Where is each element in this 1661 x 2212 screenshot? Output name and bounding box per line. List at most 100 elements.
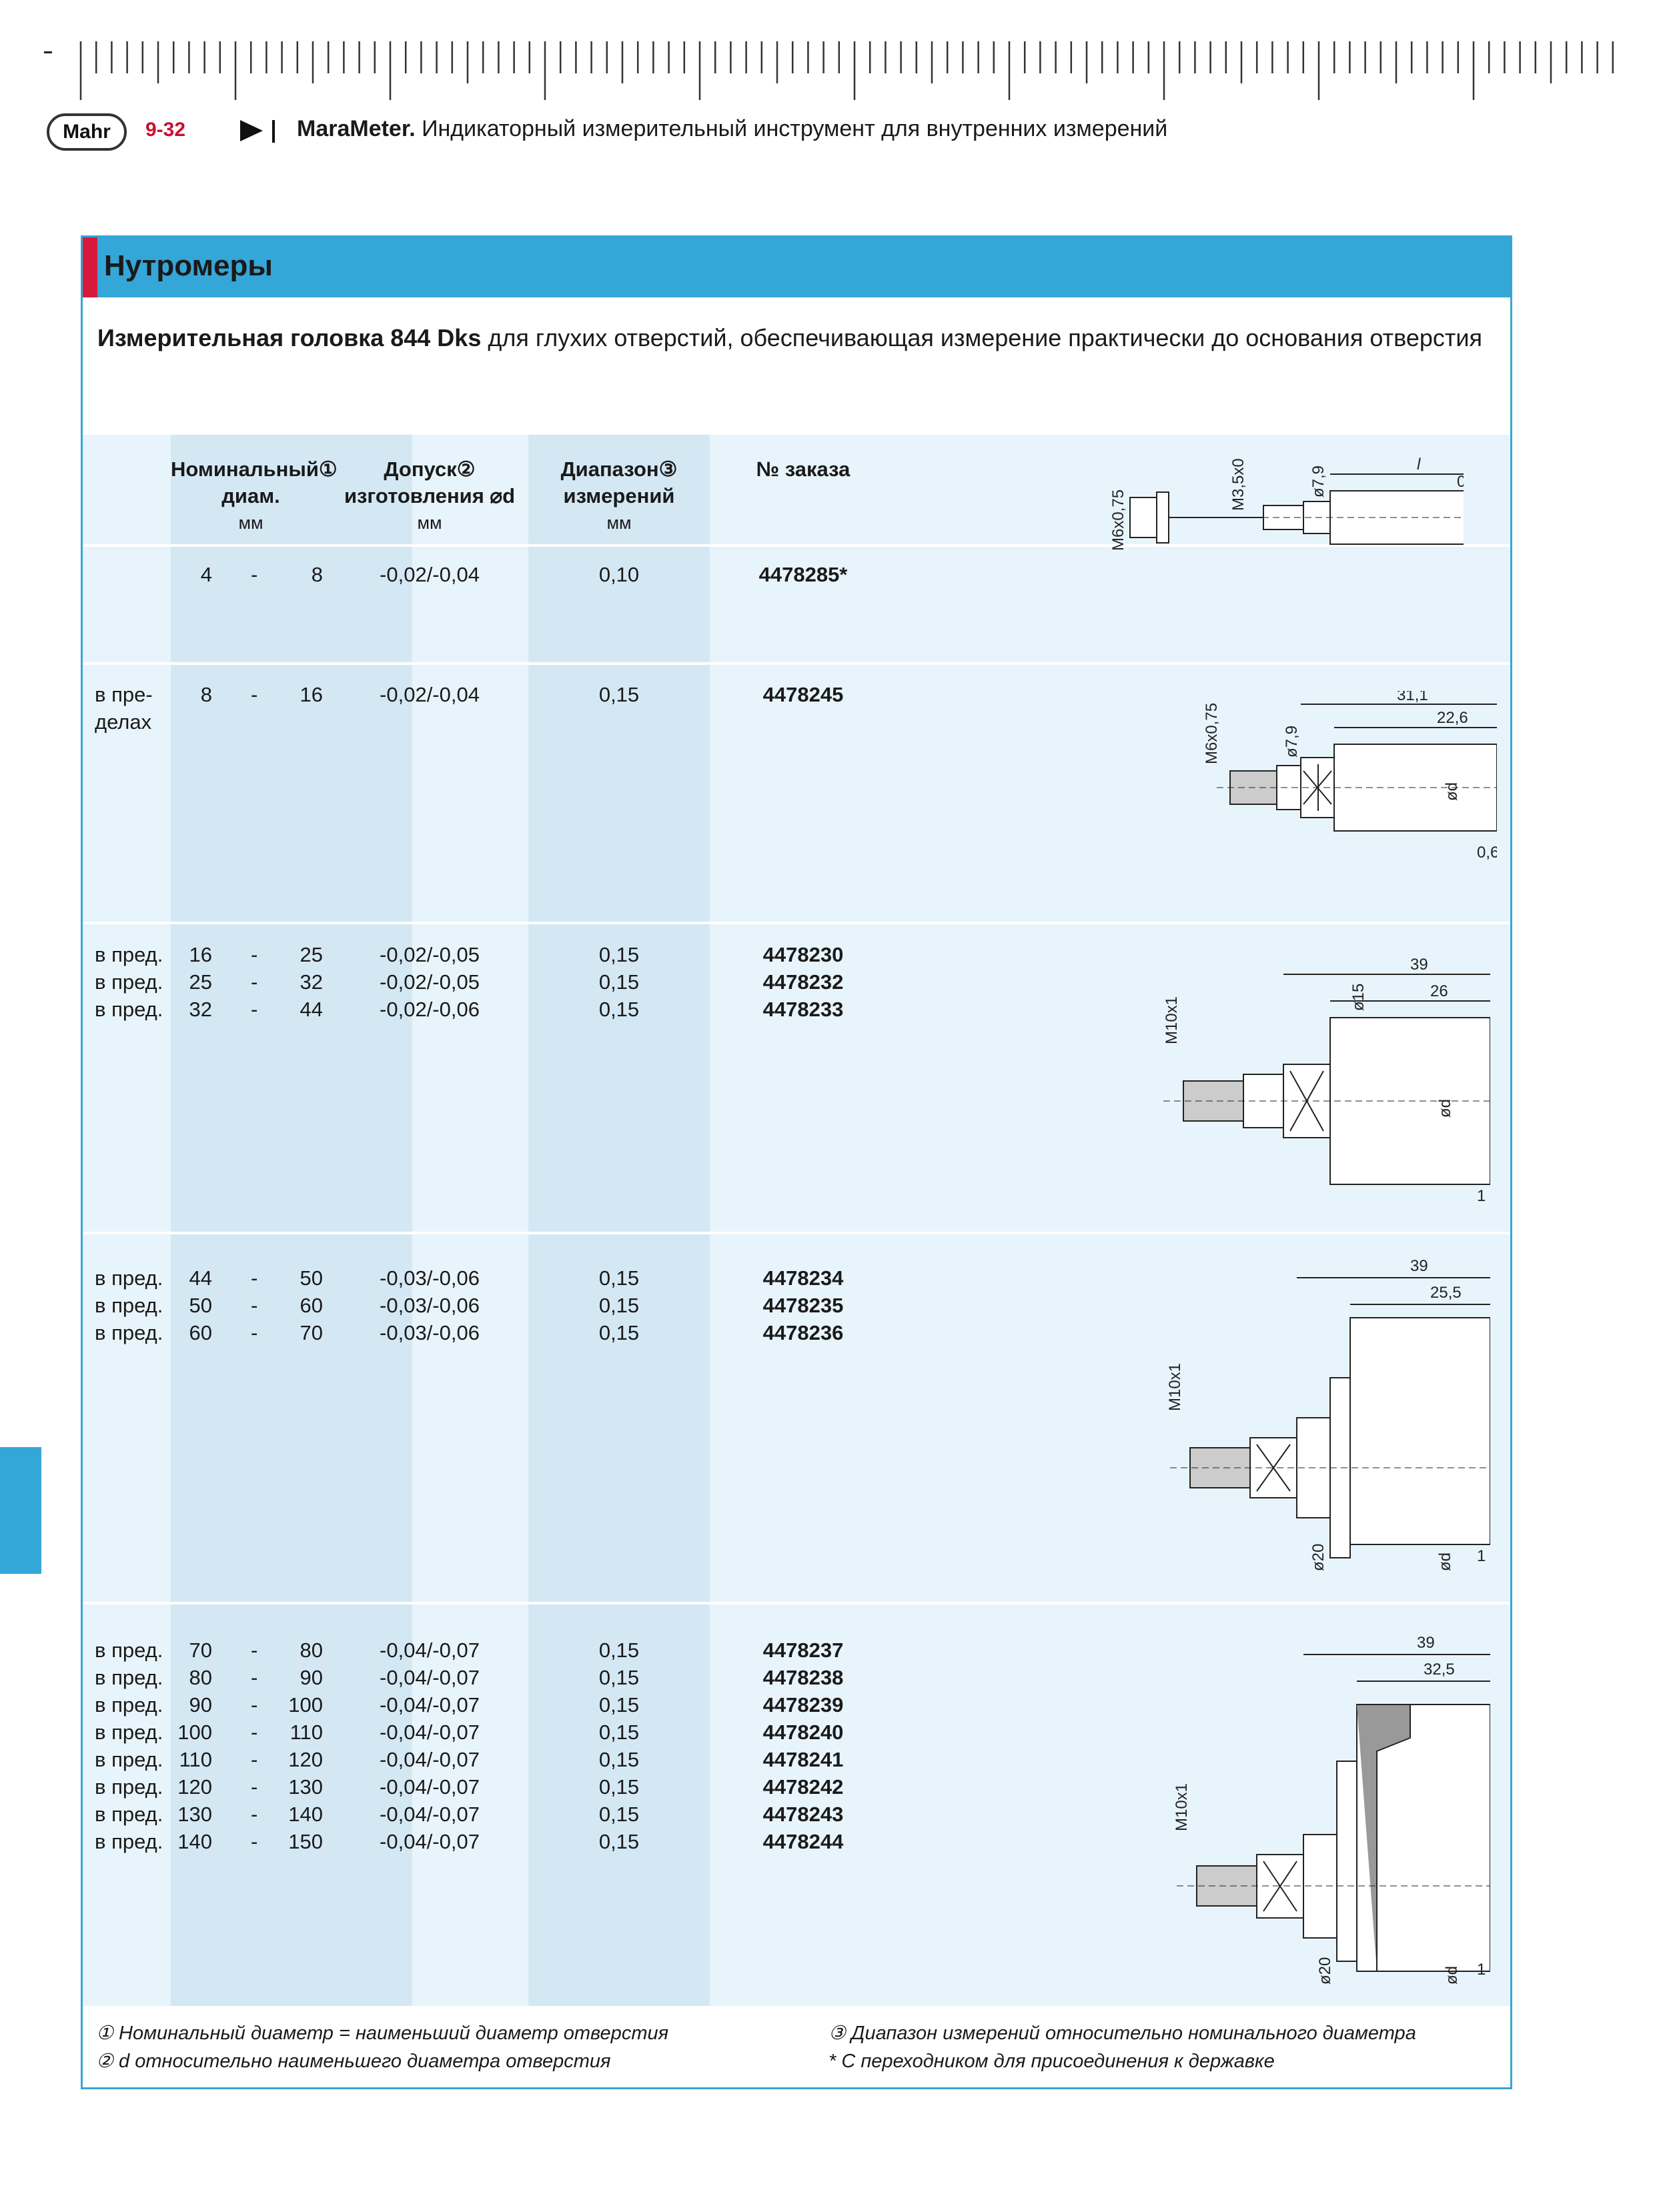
svg-text:M6x0,75: M6x0,75 — [1203, 703, 1221, 764]
cell-prefix: в пре- делах — [95, 683, 153, 734]
drawing-4478285: M6x0,75 M3,5x0,35 ø7,9 l 0,6 ød — [1109, 457, 1464, 551]
cell-prefix: в пред. — [95, 1266, 163, 1290]
cell-from: 25 — [189, 970, 212, 994]
cell-range: 0,10 — [598, 563, 640, 586]
cell-tol: -0,02/-0,06 — [380, 998, 480, 1021]
svg-text:ø15: ø15 — [1349, 984, 1367, 1011]
cell-tol: -0,04/-0,07 — [380, 1693, 480, 1717]
chapter-tab — [0, 1447, 41, 1574]
cell-order: 4478285* — [758, 563, 848, 586]
cell-to: 90 — [300, 1666, 323, 1689]
cell-prefix: в пред. — [95, 1803, 163, 1826]
cell-prefix: в пред. — [95, 1294, 163, 1317]
cell-prefix: в пред. — [95, 1638, 163, 1662]
section-title: Нутромеры — [104, 249, 273, 282]
cell-order: 4478243 — [762, 1803, 844, 1826]
cell-dash: - — [251, 1294, 258, 1317]
cell-from: 100 — [177, 1721, 212, 1744]
play-arrow-icon — [240, 120, 263, 141]
svg-text:ød: ød — [1436, 1552, 1454, 1571]
cell-prefix: в пред. — [95, 1721, 163, 1744]
page-header-title: MaraMeter. Индикаторный измерительный ин… — [297, 116, 1168, 141]
cell-dash: - — [251, 1666, 258, 1689]
cell-from: 70 — [189, 1638, 212, 1662]
svg-text:ød: ød — [1443, 782, 1461, 801]
cell-dash: - — [251, 1803, 258, 1826]
cell-range: 0,15 — [598, 1721, 640, 1744]
cell-from: 120 — [177, 1775, 212, 1799]
cell-tol: -0,04/-0,07 — [380, 1775, 480, 1799]
svg-text:ø20: ø20 — [1316, 1957, 1334, 1985]
cell-tol: -0,02/-0,05 — [380, 970, 480, 994]
cell-from: 16 — [189, 943, 212, 966]
svg-text:39: 39 — [1410, 956, 1428, 974]
cell-order: 4478239 — [762, 1693, 844, 1717]
product-section: Нутромеры Измерительная головка 844 Dks … — [81, 235, 1512, 2089]
cell-range: 0,15 — [598, 1748, 640, 1771]
cell-to: 8 — [311, 563, 323, 586]
cell-prefix: в пред. — [95, 1321, 163, 1344]
row-separator — [83, 1232, 1510, 1234]
cell-range: 0,15 — [598, 998, 640, 1021]
thread-label: M6x0,75 — [1109, 489, 1127, 551]
cell-to: 70 — [300, 1321, 323, 1344]
cell-order: 4478230 — [762, 943, 844, 966]
cell-from: 90 — [189, 1693, 212, 1717]
cell-tol: -0,04/-0,07 — [380, 1803, 480, 1826]
cell-dash: - — [251, 943, 258, 966]
cell-order: 4478242 — [762, 1775, 844, 1799]
svg-text:1: 1 — [1477, 1547, 1486, 1565]
cell-to: 16 — [300, 683, 323, 706]
page-ruler — [79, 41, 1628, 100]
cell-from: 80 — [189, 1666, 212, 1689]
cell-tol: -0,02/-0,05 — [380, 943, 480, 966]
cell-order: 4478232 — [762, 970, 844, 994]
cell-to: 120 — [288, 1748, 323, 1771]
cell-range: 0,15 — [598, 970, 640, 994]
cell-range: 0,15 — [598, 1266, 640, 1290]
cell-order: 4478235 — [762, 1294, 844, 1317]
cell-to: 80 — [300, 1638, 323, 1662]
svg-text:M10x1: M10x1 — [1163, 996, 1181, 1044]
cell-tol: -0,03/-0,06 — [380, 1294, 480, 1317]
cell-dash: - — [251, 1693, 258, 1717]
cell-to: 32 — [300, 970, 323, 994]
svg-text:22,6: 22,6 — [1437, 709, 1468, 727]
drawing-4478245: M6x0,75 ø7,9 31,1 22,6 0,6 ød — [1203, 691, 1497, 862]
footnote-4: * С переходником для присоединения к дер… — [828, 2051, 1275, 2072]
footnote-3: ③ Диапазон измерений относительно номина… — [828, 2023, 1416, 2044]
cell-range: 0,15 — [598, 943, 640, 966]
row-separator — [83, 1602, 1510, 1604]
cell-tol: -0,03/-0,06 — [380, 1266, 480, 1290]
cell-tol: -0,04/-0,07 — [380, 1638, 480, 1662]
cell-dash: - — [251, 1830, 258, 1853]
svg-text:25,5: 25,5 — [1430, 1284, 1462, 1302]
cell-dash: - — [251, 1266, 258, 1290]
cell-dash: - — [251, 1748, 258, 1771]
svg-text:1: 1 — [1477, 1187, 1486, 1204]
cell-range: 0,15 — [598, 1666, 640, 1689]
cell-from: 50 — [189, 1294, 212, 1317]
cell-from: 60 — [189, 1321, 212, 1344]
svg-text:ød: ød — [1443, 1966, 1461, 1985]
cell-prefix: в пред. — [95, 1775, 163, 1799]
ruler-dash — [44, 51, 52, 53]
mahr-logo: Mahr — [47, 113, 127, 151]
cell-tol: -0,04/-0,07 — [380, 1721, 480, 1744]
drawing-4478234: M10x1 ø20 39 25,5 1 ød — [1166, 1257, 1490, 1571]
cell-tol: -0,04/-0,07 — [380, 1830, 480, 1853]
svg-text:39: 39 — [1410, 1257, 1428, 1275]
svg-text:M10x1: M10x1 — [1173, 1783, 1191, 1831]
cell-order: 4478238 — [762, 1666, 844, 1689]
svg-text:0,6: 0,6 — [1457, 473, 1464, 491]
svg-text:32,5: 32,5 — [1424, 1661, 1455, 1679]
cell-to: 110 — [290, 1721, 323, 1744]
footnote-1: ① Номинальный диаметр = наименьший диаме… — [96, 2023, 669, 2044]
row-separator — [83, 544, 1510, 547]
cell-order: 4478241 — [762, 1748, 844, 1771]
svg-text:M10x1: M10x1 — [1166, 1363, 1184, 1411]
page-number: 9-32 — [145, 119, 186, 141]
cell-range: 0,15 — [598, 1638, 640, 1662]
